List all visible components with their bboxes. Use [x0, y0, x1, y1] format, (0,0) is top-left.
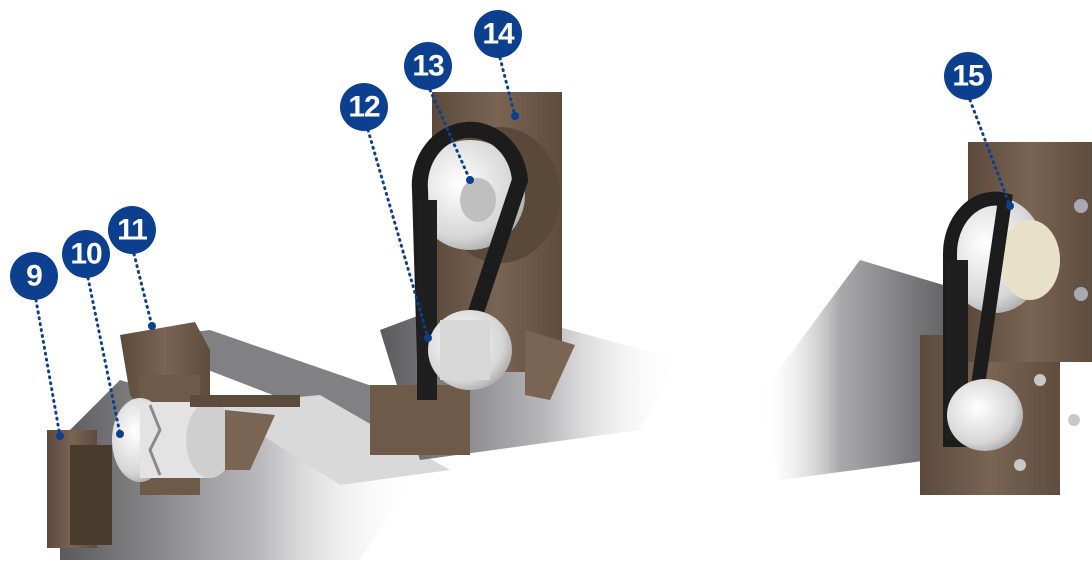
drive-pulley — [947, 379, 1023, 451]
callout-badge — [404, 42, 452, 90]
screw — [1074, 199, 1088, 213]
carriage-plate — [190, 395, 300, 407]
screw — [1014, 459, 1026, 471]
callout-15: 15 — [944, 52, 1014, 210]
callout-badge — [340, 83, 388, 131]
belt — [942, 191, 1013, 447]
callout-10: 10 — [62, 230, 124, 438]
shaft-cone — [225, 410, 275, 470]
belt-drive-assembly — [370, 92, 680, 460]
callout-label: 12 — [348, 91, 380, 124]
drive-pulley — [428, 310, 512, 390]
callout-badge — [108, 206, 156, 254]
callout-badge — [944, 52, 992, 100]
screw — [1034, 374, 1046, 386]
cover-disc — [1000, 220, 1060, 300]
reversed-motor-assembly — [760, 142, 1092, 495]
pulley-bore — [460, 178, 496, 222]
callout-9: 9 — [10, 252, 64, 440]
belt-12 — [411, 121, 529, 368]
callout-13: 13 — [404, 42, 474, 184]
callout-label: 13 — [412, 50, 444, 83]
callout-label: 15 — [952, 60, 984, 93]
callout-badge — [474, 10, 522, 58]
callout-14: 14 — [474, 10, 522, 120]
motor-body — [760, 260, 960, 480]
screw — [1074, 287, 1088, 301]
callout-label: 14 — [482, 18, 515, 51]
callout-label: 10 — [70, 238, 102, 271]
callout-badge — [62, 230, 110, 278]
callout-label: 11 — [117, 214, 147, 247]
screw — [1068, 414, 1080, 426]
jaw-coupling-10 — [112, 398, 234, 482]
callout-badge — [10, 252, 58, 300]
callout-label: 9 — [26, 260, 42, 293]
shaft-cone — [525, 330, 575, 400]
callout-12: 12 — [340, 83, 432, 342]
callout-11: 11 — [108, 206, 156, 330]
end-cap-9-inner — [70, 445, 112, 545]
